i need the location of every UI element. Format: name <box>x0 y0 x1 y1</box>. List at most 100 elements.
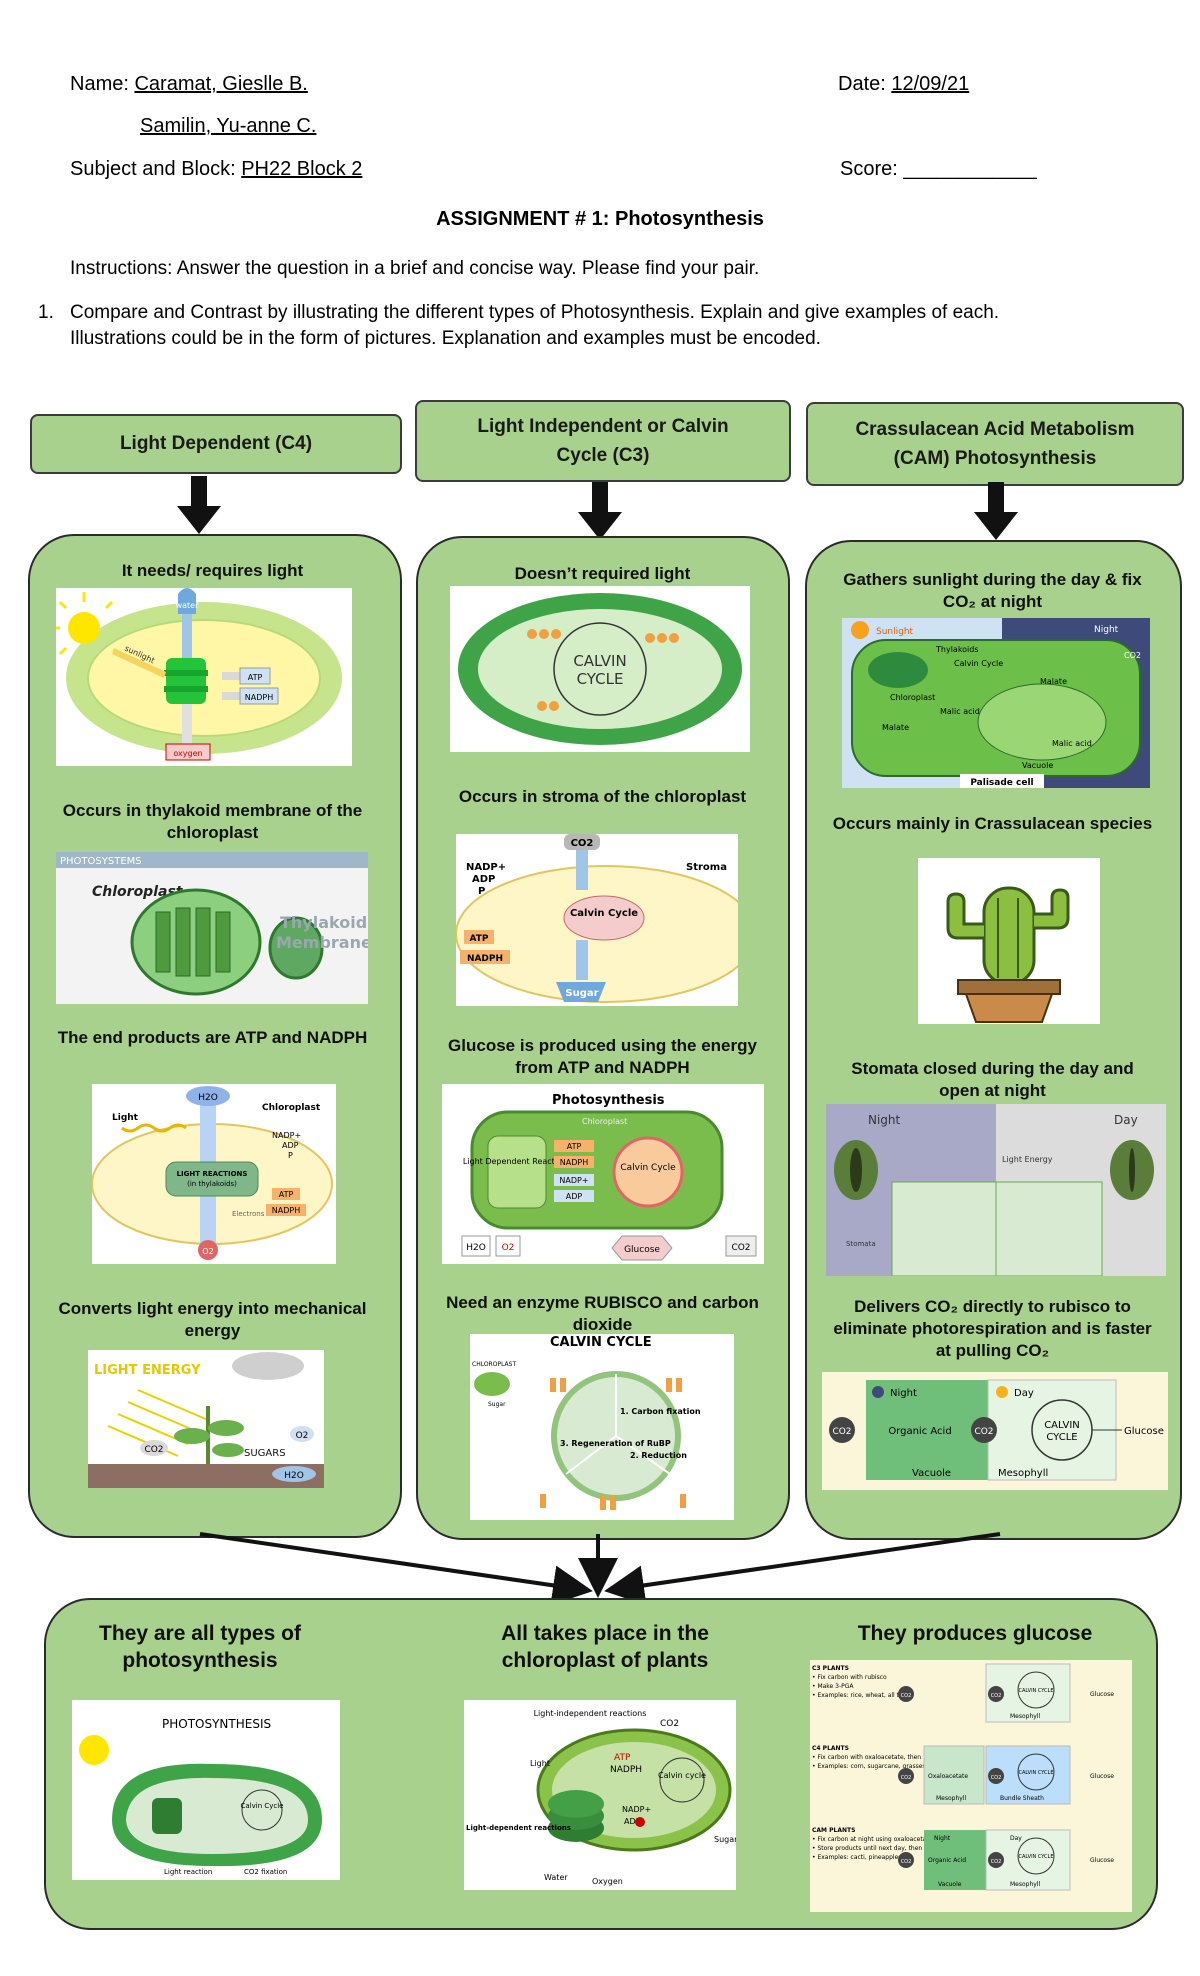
diagram-label: Night <box>868 1113 901 1127</box>
diagram-label: CALVIN CYCLE <box>1019 1688 1054 1694</box>
diagram-label: CALVIN CYCLE <box>1019 1770 1054 1776</box>
diagram-label: Vacuole <box>912 1468 951 1479</box>
diagram-label: Light reaction <box>164 1868 212 1876</box>
diagram-label: Stomata <box>846 1240 876 1248</box>
diagram-label: • Fix carbon with oxaloacetate, then rub… <box>812 1754 945 1761</box>
diagram-label: Night <box>1094 625 1119 635</box>
instructions: Instructions: Answer the question in a b… <box>70 258 760 279</box>
diagram-label: ADP <box>282 1141 299 1150</box>
diagram-label: Day <box>1114 1113 1138 1127</box>
diagram-label: Bundle Sheath <box>1000 1795 1044 1802</box>
diagram-label: CO2 <box>991 1859 1002 1865</box>
diagram-label: CO2 <box>144 1445 163 1455</box>
diagram-label: Glucose <box>624 1245 660 1255</box>
diagram-label: Malate <box>882 723 909 732</box>
diagram-label: Night <box>890 1388 917 1399</box>
diagram-label: ATP <box>248 673 263 682</box>
diagram-label: Mesophyll <box>1010 1881 1040 1888</box>
diagram-label: CO2 <box>901 1693 912 1699</box>
diagram-label: P <box>288 1151 293 1160</box>
diagram-label: 2. Reduction <box>630 1451 687 1460</box>
diagram-label: Glucose <box>1090 1691 1114 1698</box>
diagram-label: oxygen <box>173 749 202 758</box>
down-arrow-icon <box>578 482 622 540</box>
cactus-pot-illustration <box>918 858 1100 1024</box>
diagram-label: NADP+ <box>622 1805 651 1814</box>
subject-label: Subject and Block: <box>70 158 242 180</box>
caption: Converts light energy into mechanical en… <box>58 1299 367 1340</box>
diagram-label: • Examples: rice, wheat, all trees <box>812 1692 912 1699</box>
diagram-label: NADP+ <box>559 1176 588 1185</box>
sun-icon <box>851 621 869 639</box>
calvin-cycle-chloroplast-drawing: CALVIN CYCLE <box>450 586 750 752</box>
diagram-label: NADP+ <box>466 862 506 873</box>
diagram-label: CALVIN <box>573 652 626 670</box>
diagram-label: ATP <box>469 934 488 944</box>
diagram-label: CAM PLANTS <box>812 1827 855 1834</box>
diagram-label: C4 PLANTS <box>812 1745 849 1752</box>
name-value-2: Samilin, Yu-anne C. <box>140 115 317 137</box>
diagram-label: Calvin Cycle <box>620 1163 676 1173</box>
diagram-label: Mesophyll <box>1010 1713 1040 1720</box>
diagram-label: Vacuole <box>938 1881 962 1888</box>
date-label: Date: <box>838 73 892 95</box>
diagram-label: Oxygen <box>592 1877 623 1886</box>
diagram-label: H2O <box>466 1243 486 1253</box>
heading-text: Crassulacean Acid Metabolism (CAM) Photo… <box>855 419 1135 469</box>
diagram-label: Glucose <box>1124 1426 1164 1437</box>
caption: They are all types of photosynthesis <box>99 1622 301 1672</box>
diagram-label: ADP <box>566 1192 583 1201</box>
thylakoid-membrane-diagram: PHOTOSYSTEMS Chloroplast Thylakoid Membr… <box>56 852 368 1004</box>
diagram-label: CYCLE <box>577 670 624 688</box>
caption: Delivers CO₂ directly to rubisco to elim… <box>833 1297 1152 1360</box>
diagram-label: water <box>176 601 200 610</box>
diagram-label: Calvin Cycle <box>954 659 1003 668</box>
diagram-label: Organic Acid <box>928 1857 966 1864</box>
diagram-label: Membrane <box>276 933 368 952</box>
diagram-label: Mesophyll <box>936 1795 966 1802</box>
diagram-label: Day <box>1010 1835 1022 1842</box>
diagram-label: CO2 <box>901 1775 912 1781</box>
down-arrow-icon <box>177 476 221 534</box>
diagram-label: Vacuole <box>1022 761 1053 770</box>
name-value: Caramat, Gieslle B. <box>134 73 308 95</box>
caption: Gathers sunlight during the day & fix CO… <box>843 570 1142 611</box>
diagram-label: ADP <box>624 1817 641 1826</box>
stroma-calvin-diagram: CO2 Calvin Cycle NADP+ ADP P Stroma ATP … <box>456 834 738 1006</box>
caption: It needs/ requires light <box>121 561 304 580</box>
diagram-label: • Examples: corn, sugarcane, grasses <box>812 1763 926 1770</box>
diagram-label: Thylakoids <box>935 645 979 654</box>
diagram-label: P <box>478 886 485 897</box>
diagram-label: Light-independent reactions <box>534 1709 647 1718</box>
caption: Stomata closed during the day and open a… <box>851 1059 1134 1100</box>
diagram-label: CO2 <box>974 1427 993 1437</box>
diagram-label: Malate <box>1040 677 1067 686</box>
diagram-label: Glucose <box>1090 1857 1114 1864</box>
diagram-label: CYCLE <box>1046 1432 1077 1443</box>
score-line: Score: ____________ <box>840 158 1037 181</box>
diagram-label: Oxaloacetate <box>928 1773 968 1780</box>
caption: They produces glucose <box>857 1622 1093 1645</box>
photosynthesis-overview-diagram: Photosynthesis Chloroplast Light Depende… <box>442 1084 764 1264</box>
diagram-label: Electrons <box>232 1210 265 1218</box>
diagram-label: Calvin Cycle <box>570 908 638 919</box>
light-requirement-diagram: water sunlight ATP NADPH oxygen <box>56 588 352 766</box>
caption: All takes place in the chloroplast of pl… <box>501 1622 709 1672</box>
diagram-label: Malic acid <box>940 707 980 716</box>
diagram-label: (in thylakoids) <box>187 1180 237 1188</box>
diagram-label: Chloroplast <box>92 884 184 900</box>
cam-day-night-cell-diagram: Sunlight Night Thylakoids Calvin Cycle C… <box>842 618 1150 788</box>
diagram-label: • Fix carbon at night using oxaloacetate <box>812 1836 933 1843</box>
c3-c4-cam-comparison-diagram: C3 PLANTS • Fix carbon with rubisco • Ma… <box>810 1660 1132 1912</box>
diagram-label: Organic Acid <box>888 1426 951 1437</box>
diagram-label: NADPH <box>610 1765 642 1775</box>
diagram-label: H2O <box>198 1093 218 1103</box>
diagram-label: ADP <box>472 874 495 885</box>
name-label: Name: <box>70 73 135 95</box>
caption: Doesn’t required light <box>514 564 691 583</box>
diagram-label: Palisade cell <box>970 778 1033 788</box>
score-label: Score: <box>840 158 904 180</box>
diagram-label: H2O <box>284 1471 304 1481</box>
diagram-label: • Make 3-PGA <box>812 1683 854 1690</box>
diagram-label: LIGHT ENERGY <box>94 1363 201 1378</box>
